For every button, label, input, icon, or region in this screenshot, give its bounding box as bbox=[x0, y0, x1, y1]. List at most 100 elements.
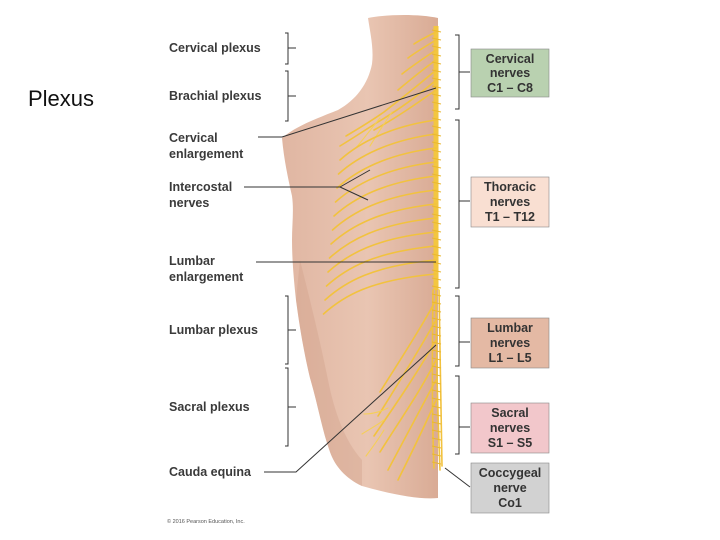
vertebral-tick bbox=[431, 397, 442, 401]
vertebral-tick bbox=[431, 37, 442, 41]
box-sacral-line2: nerves bbox=[490, 421, 530, 435]
vertebral-tick bbox=[431, 461, 442, 465]
intercostal-nerve bbox=[334, 161, 437, 203]
label-intercostal-2: nerves bbox=[169, 196, 209, 210]
box-thoracic bbox=[470, 176, 550, 228]
box-coccygeal bbox=[470, 462, 550, 514]
vertebral-ticks bbox=[431, 29, 442, 465]
vertebral-tick bbox=[431, 205, 442, 209]
label-intercostal-1: Intercostal bbox=[169, 180, 232, 194]
vertebral-tick bbox=[431, 117, 442, 121]
vertebral-tick bbox=[431, 373, 442, 377]
vertebral-tick bbox=[431, 101, 442, 105]
label-lumbar-enlargement-1: Lumbar bbox=[169, 254, 215, 268]
vertebral-tick bbox=[431, 325, 442, 329]
label-cauda-equina: Cauda equina bbox=[169, 465, 252, 479]
box-coccygeal-line1: Coccygeal bbox=[479, 466, 542, 480]
box-cervical-line1: Cervical bbox=[486, 52, 535, 66]
label-brachial-plexus: Brachial plexus bbox=[169, 89, 261, 103]
vertebral-tick bbox=[431, 333, 442, 337]
box-sacral bbox=[470, 402, 550, 454]
box-cervical-line3: C1 – C8 bbox=[487, 81, 533, 95]
intercostal-nerve bbox=[336, 147, 437, 189]
vertebral-tick bbox=[431, 77, 442, 81]
copyright-credit: © 2016 Pearson Education, Inc. bbox=[167, 518, 245, 525]
box-coccygeal-line3: Co1 bbox=[498, 496, 522, 510]
box-thoracic-line3: T1 – T12 bbox=[485, 210, 535, 224]
label-sacral-plexus: Sacral plexus bbox=[169, 400, 250, 414]
vertebral-tick bbox=[431, 437, 442, 441]
label-cervical-plexus: Cervical plexus bbox=[169, 41, 261, 55]
vertebral-tick bbox=[431, 189, 442, 193]
vertebral-tick bbox=[431, 349, 442, 353]
vertebral-tick bbox=[431, 173, 442, 177]
vertebral-tick bbox=[431, 165, 442, 169]
left-brackets bbox=[244, 32, 437, 473]
intercostal-nerve bbox=[328, 217, 437, 259]
intercostal-nerve bbox=[333, 175, 437, 217]
cervical-brachial-nerves bbox=[339, 31, 437, 149]
vertebral-tick bbox=[431, 149, 442, 153]
intercostal-nerve bbox=[337, 133, 437, 175]
label-lumbar-enlargement-2: enlargement bbox=[169, 270, 244, 284]
box-lumbar-line1: Lumbar bbox=[487, 321, 533, 335]
vertebral-tick bbox=[431, 381, 442, 385]
back-shading bbox=[296, 260, 362, 486]
vertebral-tick bbox=[431, 229, 442, 233]
vertebral-tick bbox=[431, 453, 442, 457]
vertebral-tick bbox=[431, 269, 442, 273]
label-cervical-enlargement-2: enlargement bbox=[169, 147, 244, 161]
vertebral-tick bbox=[431, 53, 442, 57]
vertebral-tick bbox=[431, 317, 442, 321]
vertebral-tick bbox=[431, 197, 442, 201]
intercostal-nerves bbox=[322, 119, 437, 315]
vertebral-tick bbox=[431, 29, 442, 33]
vertebral-tick bbox=[431, 309, 442, 313]
box-sacral-line3: S1 – S5 bbox=[488, 436, 533, 450]
vertebral-tick bbox=[431, 245, 442, 249]
vertebral-tick bbox=[431, 133, 442, 137]
vertebral-tick bbox=[431, 221, 442, 225]
vertebral-tick bbox=[431, 69, 442, 73]
nerve-region-boxes bbox=[470, 48, 550, 514]
vertebral-tick bbox=[431, 405, 442, 409]
intercostal-nerve bbox=[327, 231, 437, 273]
vertebral-tick bbox=[431, 357, 442, 361]
vertebral-tick bbox=[431, 61, 442, 65]
box-cervical bbox=[470, 48, 550, 98]
intercostal-nerve bbox=[331, 189, 437, 231]
intercostal-nerve bbox=[330, 203, 437, 245]
vertebral-tick bbox=[431, 277, 442, 281]
vertebral-tick bbox=[431, 389, 442, 393]
box-lumbar-line2: nerves bbox=[490, 336, 530, 350]
vertebral-tick bbox=[431, 341, 442, 345]
vertebral-tick bbox=[431, 85, 442, 89]
vertebral-tick bbox=[431, 157, 442, 161]
label-cervical-enlargement-1: Cervical bbox=[169, 131, 218, 145]
vertebral-tick bbox=[431, 301, 442, 305]
box-thoracic-line1: Thoracic bbox=[484, 180, 536, 194]
vertebral-tick bbox=[431, 413, 442, 417]
box-lumbar bbox=[470, 317, 550, 369]
vertebral-tick bbox=[431, 93, 442, 97]
vertebral-tick bbox=[431, 45, 442, 49]
vertebral-tick bbox=[431, 285, 442, 289]
vertebral-tick bbox=[431, 213, 442, 217]
vertebral-tick bbox=[431, 365, 442, 369]
vertebral-tick bbox=[431, 181, 442, 185]
vertebral-tick bbox=[431, 141, 442, 145]
vertebral-tick bbox=[431, 421, 442, 425]
intercostal-nerve bbox=[339, 119, 437, 161]
vertebral-tick bbox=[431, 109, 442, 113]
vertebral-tick bbox=[431, 445, 442, 449]
vertebral-tick bbox=[431, 253, 442, 257]
slide-title: Plexus bbox=[28, 86, 95, 111]
vertebral-tick bbox=[431, 237, 442, 241]
intercostal-nerve bbox=[322, 273, 437, 315]
box-sacral-line1: Sacral bbox=[491, 406, 529, 420]
vertebral-tick bbox=[431, 429, 442, 433]
right-brackets bbox=[444, 34, 471, 488]
label-lumbar-plexus: Lumbar plexus bbox=[169, 323, 258, 337]
vertebral-tick bbox=[431, 293, 442, 297]
